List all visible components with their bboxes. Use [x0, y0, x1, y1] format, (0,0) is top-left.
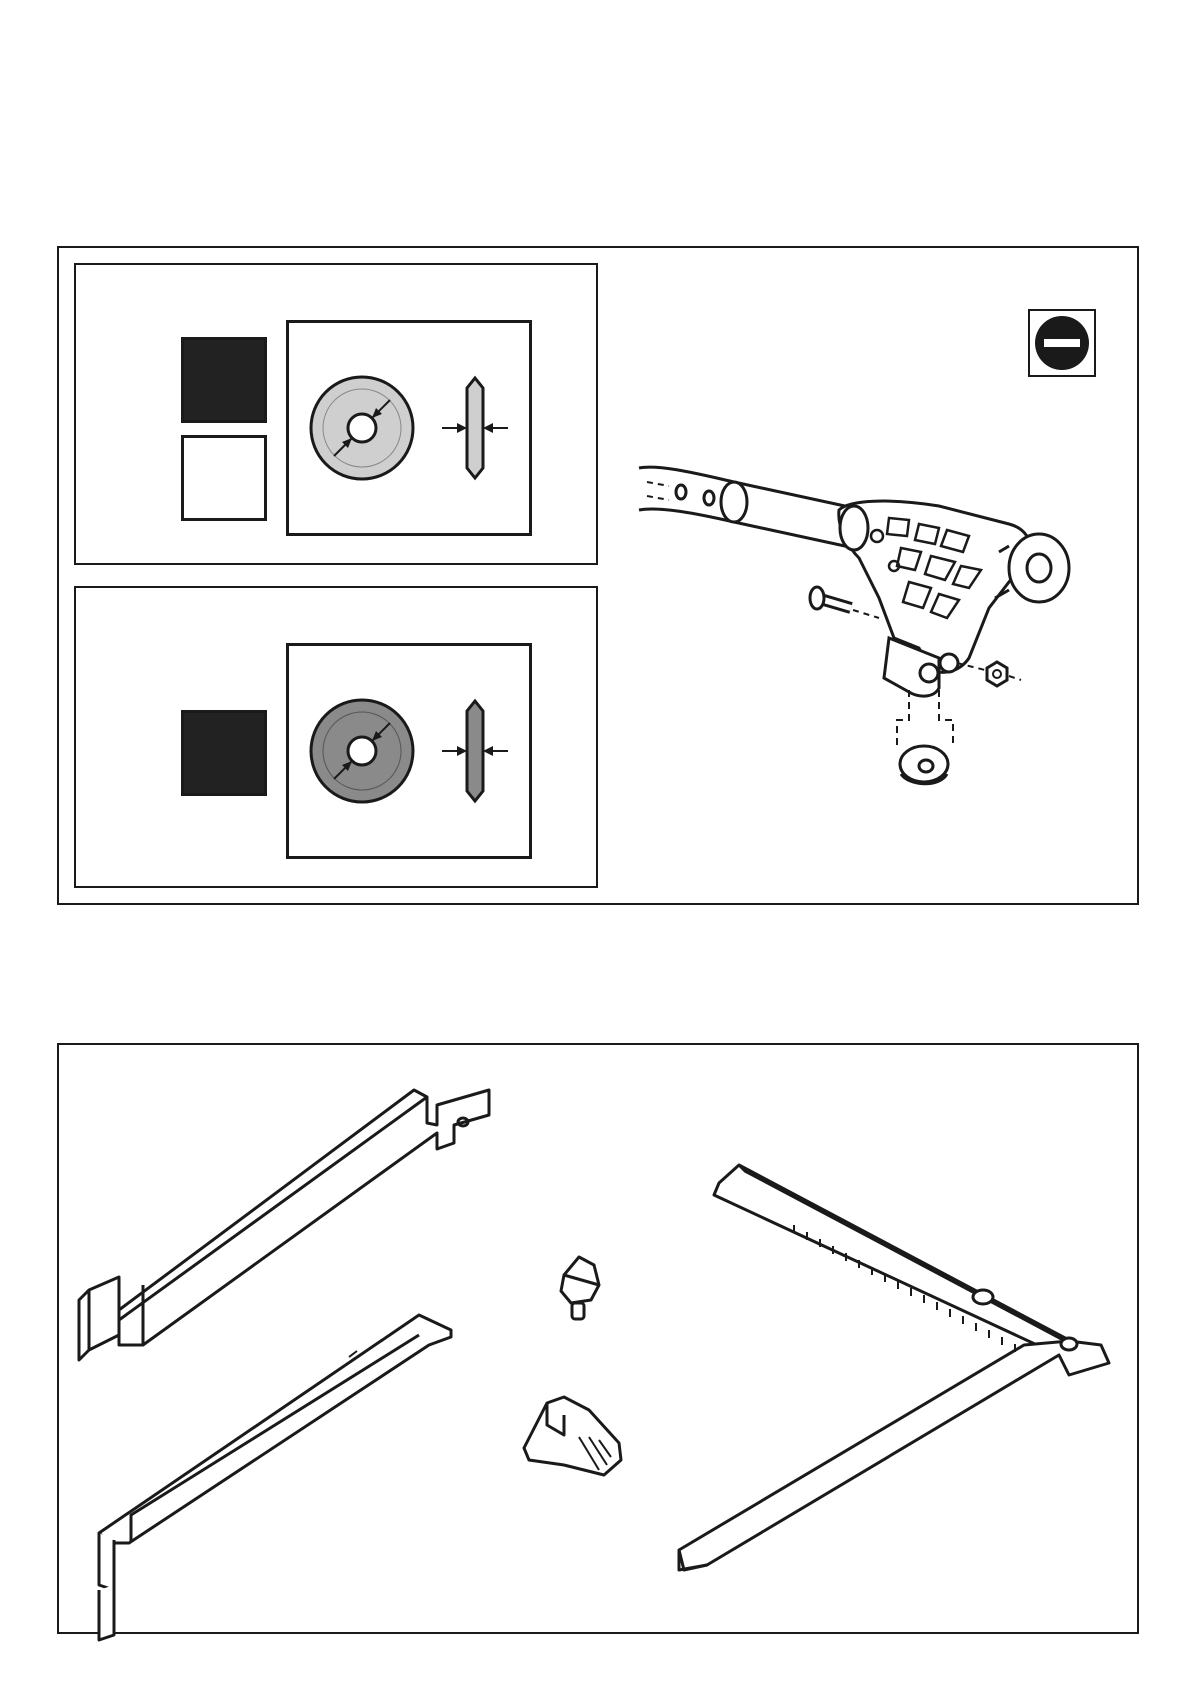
- angle-ruler: [679, 1165, 1109, 1570]
- short-bracket: [99, 1315, 451, 1640]
- top-figure-panel: [57, 246, 1139, 905]
- minus-circle-icon: [1028, 309, 1096, 377]
- option-light-panel: [74, 263, 598, 565]
- disc-light-drawing: [289, 323, 529, 533]
- disc-dark-drawing: [289, 646, 529, 856]
- arm-assembly-illustration: [639, 448, 1139, 848]
- swatch-dark: [181, 710, 267, 796]
- swatch-light: [181, 435, 267, 521]
- bottom-figure-panel: [57, 1043, 1139, 1634]
- thumb-knob: [561, 1257, 599, 1319]
- clamp-block: [524, 1397, 621, 1475]
- parts-illustration: [59, 1045, 1137, 1632]
- disc-detail-frame: [286, 643, 532, 859]
- disc-hole: [348, 414, 376, 442]
- swatch-dark: [181, 337, 267, 423]
- disc-detail-frame: [286, 320, 532, 536]
- disc-edge-profile: [467, 378, 483, 478]
- option-dark-panel: [74, 586, 598, 888]
